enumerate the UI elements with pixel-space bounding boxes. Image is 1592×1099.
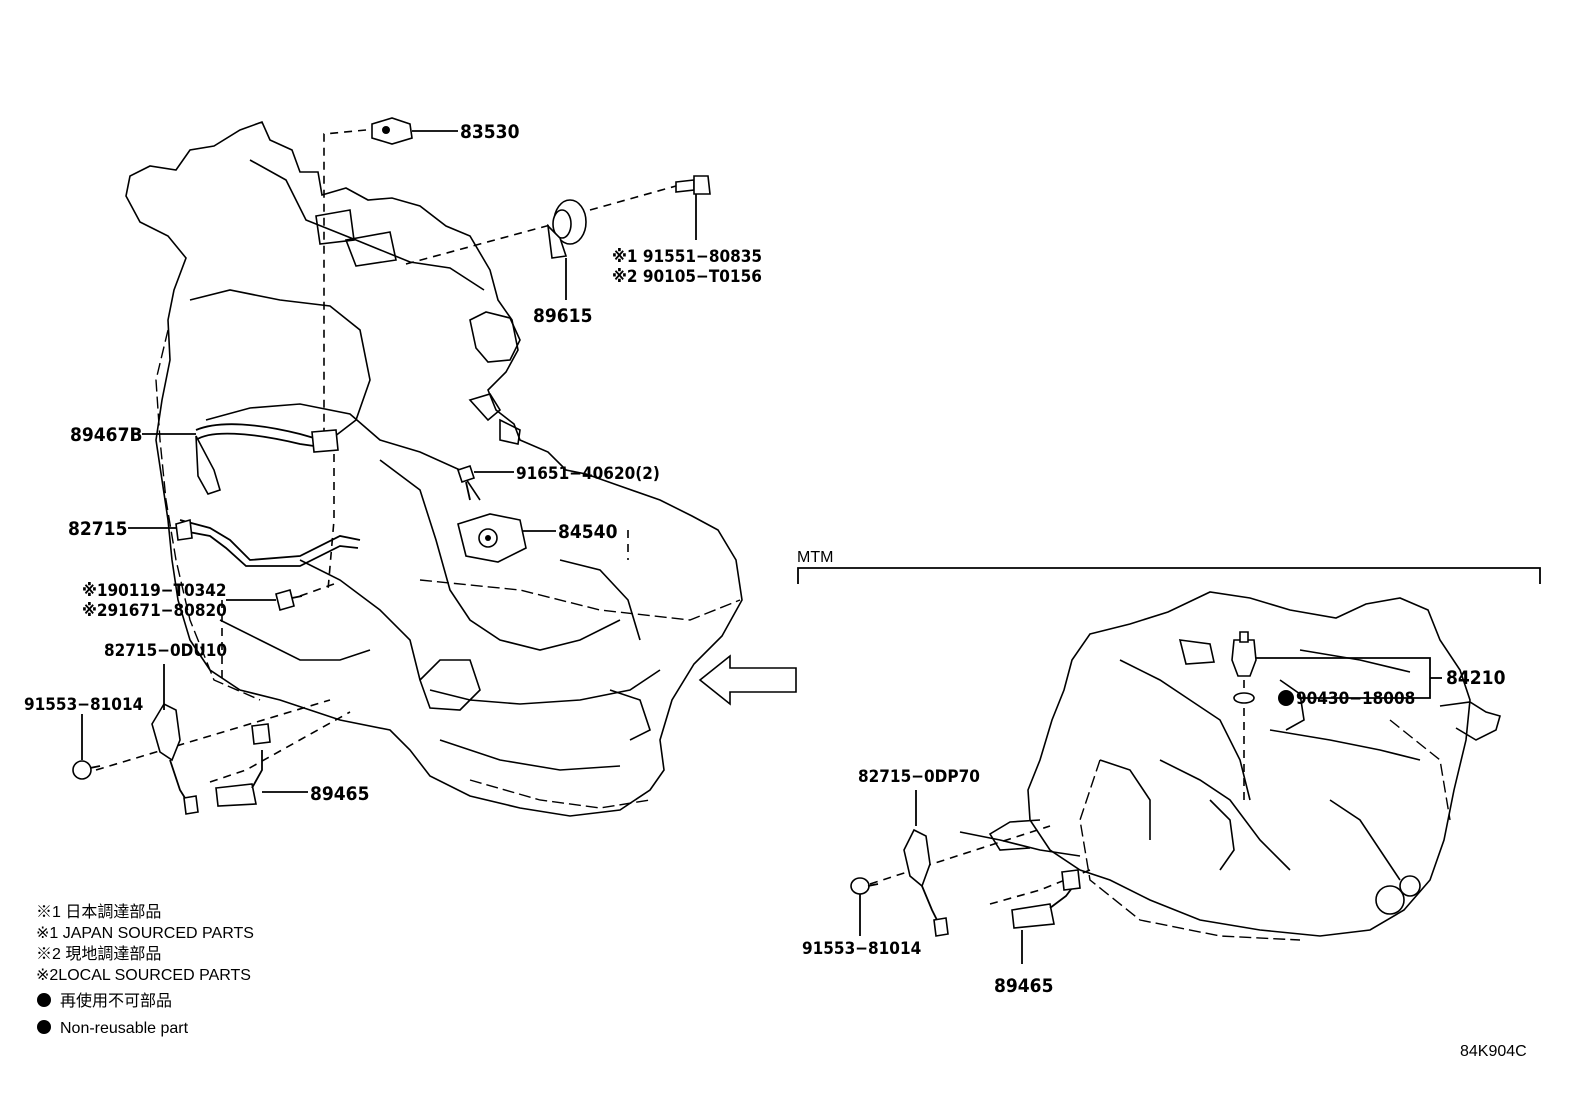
label-89467B: 89467B xyxy=(70,424,143,446)
part-89467B-glyph xyxy=(195,423,339,495)
label-82715: 82715 xyxy=(68,518,127,540)
label-89465-left: 89465 xyxy=(310,783,369,805)
part-89465-right-glyph xyxy=(1011,869,1081,929)
part-89615-glyph xyxy=(546,199,587,259)
label-mtm: MTM xyxy=(797,549,833,566)
label-91651-40620: 91651−40620(2) xyxy=(516,464,660,484)
legend-non-reusable-jp: 再使用不可部品 xyxy=(60,992,172,1010)
label-91671-80820: ※291671−80820 xyxy=(82,601,227,621)
direction-arrow xyxy=(698,654,797,706)
legend: ※1 日本調達部品 ※1 JAPAN SOURCED PARTS ※2 現地調達… xyxy=(36,903,254,1037)
legend-non-reusable-en: Non-reusable part xyxy=(60,1020,189,1037)
part-83530-glyph xyxy=(371,117,413,145)
non-reusable-dot-icon-2 xyxy=(37,1020,51,1034)
label-82715-0DU10: 82715−0DU10 xyxy=(104,641,227,661)
part-89465-left-glyph xyxy=(215,723,271,807)
label-89615: 89615 xyxy=(533,305,592,327)
diagram-id: 84K904C xyxy=(1460,1043,1527,1060)
part-91551-bolt-glyph xyxy=(675,175,711,195)
part-90430-gasket-glyph xyxy=(1233,690,1294,706)
engine-assembly-outline xyxy=(125,120,743,817)
label-83530: 83530 xyxy=(460,121,520,143)
mtm-bracket xyxy=(797,567,1541,584)
part-84540-glyph xyxy=(457,513,527,563)
label-84540: 84540 xyxy=(558,521,618,543)
legend-japan-sourced-en: ※1 JAPAN SOURCED PARTS xyxy=(36,925,254,942)
mtm-transmission-outline xyxy=(959,591,1501,941)
right-labels: 84210 90430−18008 82715−0DP70 91553−8101… xyxy=(802,667,1506,997)
label-90105-T0156: ※2 90105−T0156 xyxy=(612,267,762,287)
label-90430-18008: 90430−18008 xyxy=(1296,689,1415,709)
part-91651-bolt-glyph xyxy=(456,464,476,501)
part-91553-left-bolt-glyph xyxy=(72,714,101,780)
left-dash-leaders xyxy=(95,129,677,783)
label-90119-T0342: ※190119−T0342 xyxy=(82,581,227,601)
part-84210-glyph xyxy=(1231,631,1257,677)
label-82715-0DP70: 82715−0DP70 xyxy=(858,767,980,787)
legend-local-sourced-jp: ※2 現地調達部品 xyxy=(36,945,161,963)
part-91553-right-bolt-glyph xyxy=(850,877,879,895)
label-89465-right: 89465 xyxy=(994,975,1053,997)
legend-japan-sourced-jp: ※1 日本調達部品 xyxy=(36,903,161,921)
label-84210: 84210 xyxy=(1446,667,1506,689)
part-90119-bolt-glyph xyxy=(275,589,303,611)
part-82715-0DP70-glyph xyxy=(903,828,949,937)
label-91553-81014-left: 91553−81014 xyxy=(24,695,143,715)
left-labels: 83530 89615 ※1 91551−80835 ※2 90105−T015… xyxy=(24,121,833,805)
non-reusable-dot-icon xyxy=(37,993,51,1007)
part-82715-0DU10-glyph xyxy=(151,664,199,815)
part-82715-glyph xyxy=(175,518,361,567)
label-91553-81014-right: 91553−81014 xyxy=(802,939,921,959)
label-91551-80835: ※1 91551−80835 xyxy=(612,247,762,267)
legend-local-sourced-en: ※2LOCAL SOURCED PARTS xyxy=(36,967,251,984)
